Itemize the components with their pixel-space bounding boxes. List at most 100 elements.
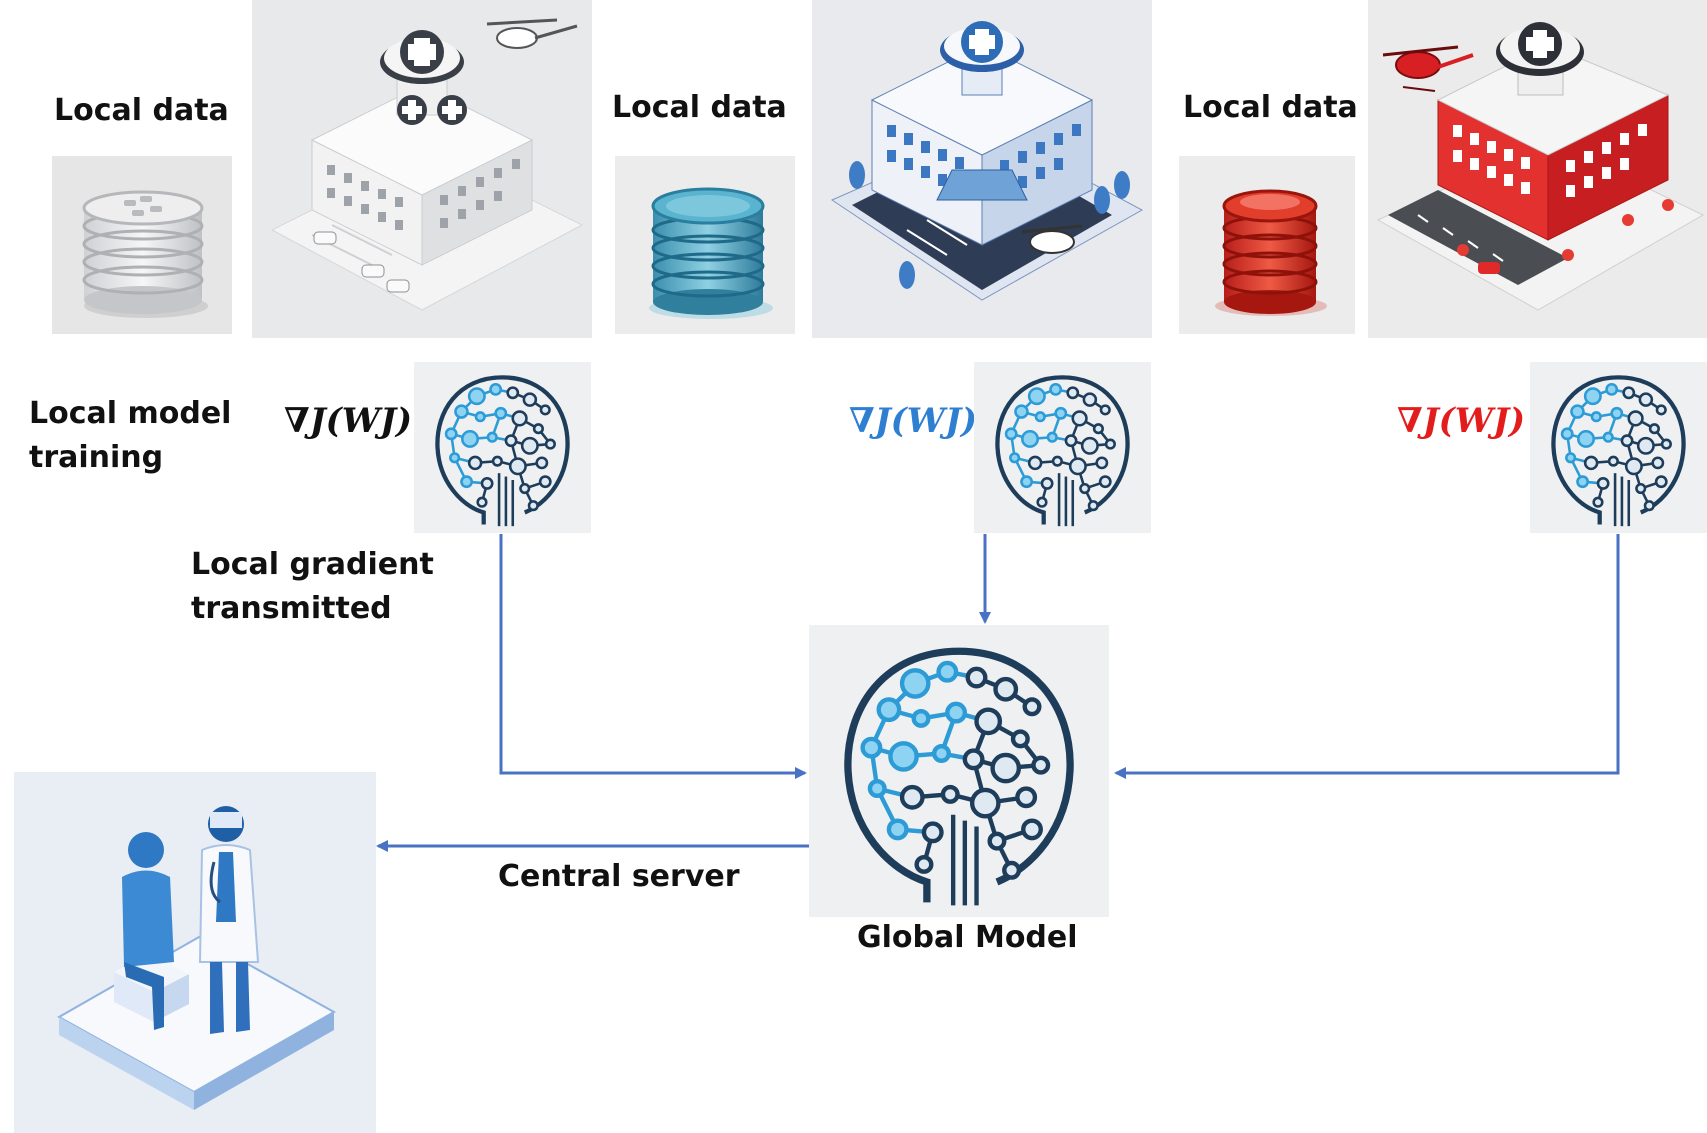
circuit-node — [480, 476, 494, 490]
circuit-node — [1051, 455, 1063, 467]
circuit-node — [1570, 404, 1585, 419]
hospital-icon — [252, 0, 592, 338]
circuit-node — [888, 741, 919, 772]
brain-outline — [844, 647, 1074, 903]
circuit-node — [1009, 452, 1021, 464]
arrow-hospital3-to-global — [1114, 534, 1620, 779]
circuit-node — [1098, 475, 1112, 489]
circuit-node — [940, 784, 960, 804]
central-server-label: Central server — [498, 859, 740, 894]
circuit-node — [962, 748, 985, 771]
circuit-node — [474, 411, 486, 423]
circuit-node — [467, 455, 483, 471]
circuit-node — [454, 404, 469, 419]
circuit-node — [1010, 729, 1030, 749]
circuit-node — [1066, 386, 1080, 400]
local-model-training-line1: Local model — [29, 396, 232, 431]
circuit-node — [1022, 697, 1042, 717]
circuit-node — [1635, 482, 1647, 495]
circuit-node — [1638, 392, 1654, 407]
circuit-node — [1602, 431, 1614, 443]
circuit-node — [1622, 386, 1636, 400]
circuit-node — [1034, 411, 1046, 423]
circuit-node — [544, 438, 556, 450]
circuit-node — [1636, 436, 1655, 455]
circuit-node — [867, 779, 887, 799]
circuit-node — [899, 668, 931, 699]
circuit-node — [993, 676, 1019, 702]
local-gradient-line1: Local gradient — [191, 547, 434, 582]
circuit-node — [914, 854, 934, 874]
brain-circuit-drawing — [1551, 375, 1686, 527]
circuit-node — [1015, 786, 1038, 809]
circuit-node — [520, 436, 539, 455]
circuit-node — [974, 707, 1003, 736]
circuit-node — [1576, 475, 1590, 489]
circuit-node — [1021, 429, 1039, 448]
circuit-node — [1592, 496, 1604, 508]
circuit-node — [876, 697, 902, 723]
global-model-label: Global Model — [857, 920, 1078, 955]
database-icon — [1179, 156, 1355, 334]
circuit-node — [532, 423, 544, 435]
circuit-node — [511, 410, 528, 427]
circuit-node — [1031, 755, 1051, 775]
local-model-training-label: Local model training — [29, 392, 231, 479]
circuit-node — [476, 496, 488, 508]
circuit-node — [1014, 404, 1029, 419]
circuit-node — [931, 743, 951, 763]
circuit-node — [1655, 404, 1667, 416]
local-gradient-label: Local gradient transmitted — [191, 543, 434, 630]
circuit-node — [911, 708, 931, 728]
circuit-node — [1049, 382, 1063, 396]
brain-circuit-drawing — [995, 375, 1130, 527]
circuit-node — [1054, 406, 1068, 420]
circuit-node — [1046, 431, 1058, 443]
brain-circuit-icon — [1530, 362, 1707, 533]
circuit-node — [1643, 500, 1655, 512]
global-model-brain-icon — [809, 625, 1109, 917]
circuit-node — [1583, 455, 1599, 471]
circuit-node — [1027, 387, 1046, 406]
circuit-node — [1071, 410, 1088, 427]
circuit-node — [1027, 455, 1043, 471]
brain-outline — [995, 375, 1130, 525]
circuit-node — [1079, 482, 1091, 495]
circuit-node — [449, 452, 461, 464]
circuit-node — [1082, 392, 1098, 407]
hospital-icon — [1368, 0, 1707, 338]
brain-circuit-icon — [974, 362, 1151, 533]
gradient-formula-3: ∇J(WJ) — [1397, 401, 1526, 441]
circuit-node — [1607, 455, 1619, 467]
circuit-node — [489, 382, 503, 396]
brain-outline — [1551, 375, 1686, 525]
circuit-node — [1002, 860, 1022, 880]
circuit-node — [1560, 427, 1574, 441]
circuit-node — [1095, 456, 1109, 470]
circuit-node — [1104, 438, 1116, 450]
circuit-node — [519, 482, 531, 495]
local-gradient-line2: transmitted — [191, 590, 392, 626]
local-data-label-2: Local data — [612, 90, 787, 125]
circuit-node — [1648, 423, 1660, 435]
circuit-node — [444, 427, 458, 441]
brain-circuit-drawing — [844, 647, 1074, 906]
circuit-node — [1654, 475, 1668, 489]
local-data-label-3: Local data — [1183, 90, 1358, 125]
circuit-node — [460, 475, 474, 489]
circuit-node — [1099, 404, 1111, 416]
circuit-node — [1610, 406, 1624, 420]
circuit-node — [1036, 496, 1048, 508]
circuit-node — [1660, 438, 1672, 450]
circuit-node — [535, 456, 549, 470]
circuit-node — [1596, 476, 1610, 490]
circuit-node — [860, 736, 883, 759]
circuit-node — [1020, 475, 1034, 489]
circuit-node — [899, 784, 925, 810]
circuit-node — [1040, 476, 1054, 490]
circuit-node — [1651, 456, 1665, 470]
gradient-formula-2: ∇J(WJ) — [849, 401, 978, 441]
brain-circuit-icon — [414, 362, 591, 533]
circuit-node — [1092, 423, 1104, 435]
circuit-node — [1583, 387, 1602, 406]
